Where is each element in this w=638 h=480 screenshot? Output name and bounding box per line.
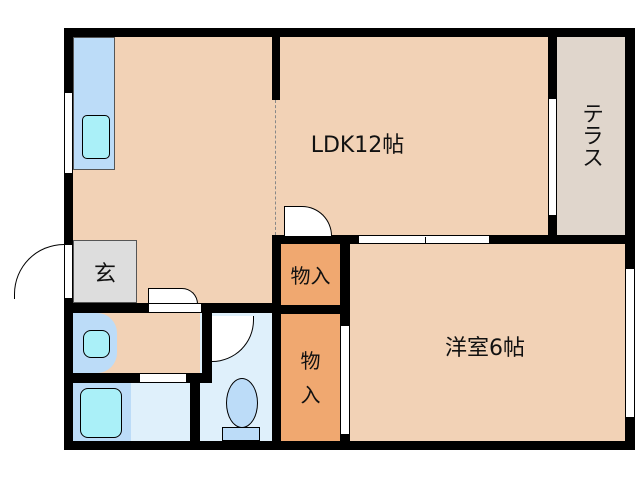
kitchen-sink: [82, 115, 110, 159]
wall-bath-top: [64, 373, 212, 383]
closet-2: [281, 314, 340, 441]
closet-1: [281, 244, 340, 305]
wall-closet-west: [272, 235, 281, 450]
closet-1-label: 物入: [290, 263, 331, 288]
entrance-door-frame: [64, 244, 73, 299]
window-kitchen: [64, 92, 73, 174]
window-ldk: [548, 98, 557, 216]
toilet-bowl: [226, 378, 258, 428]
bathtub-inner: [80, 388, 122, 438]
sliding-door-closet: [340, 325, 350, 435]
closet-latch: [425, 237, 426, 243]
wall-top: [64, 28, 635, 37]
ldk-label: LDK12帖: [310, 133, 405, 158]
terrace-label: テラス: [578, 102, 603, 168]
wall-closet-mid: [272, 305, 350, 314]
wash-door: [148, 288, 198, 304]
wall-wash-east: [202, 313, 212, 383]
wall-ldk-west: [272, 37, 280, 100]
wall-left: [64, 28, 73, 450]
entrance-door: [14, 244, 64, 299]
sliding-door-western: [358, 235, 490, 244]
entrance-label: 玄: [93, 262, 116, 287]
wash-bowl: [83, 330, 110, 358]
entrance: [73, 240, 137, 303]
ldk-room: [273, 37, 549, 237]
toilet-tank: [222, 427, 260, 441]
window-western: [625, 268, 635, 418]
wash-door-frame: [148, 303, 202, 313]
wall-toilet-west: [190, 373, 200, 450]
terrace: [557, 37, 625, 237]
dashed-divider: [275, 100, 276, 235]
closet-2-label: 物 入: [300, 349, 321, 407]
western-room: [350, 244, 625, 441]
western-room-label: 洋室6帖: [445, 336, 525, 361]
bath-door-frame: [139, 373, 187, 383]
